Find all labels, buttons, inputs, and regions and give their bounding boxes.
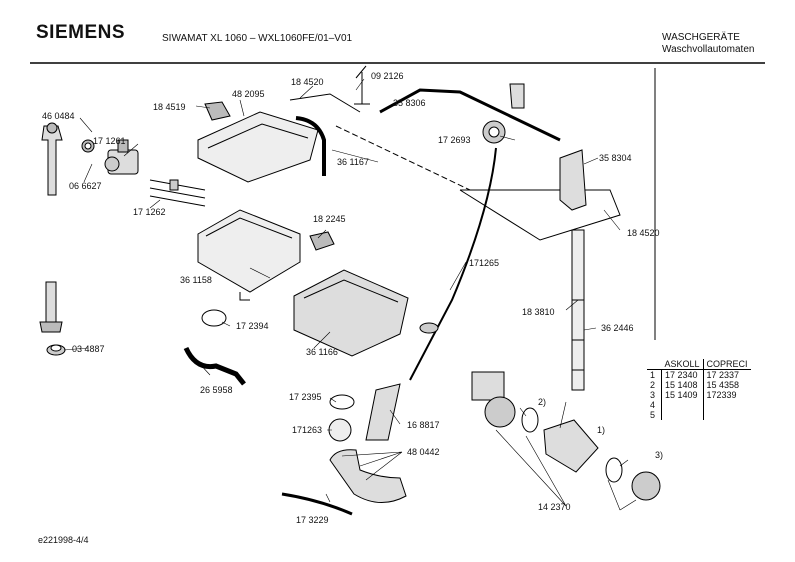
dashed-guide: [335, 125, 471, 191]
legend-row-number: 4: [647, 400, 662, 410]
seal-ring-part-2: [329, 394, 355, 410]
part-label-482095: 48 2095: [232, 89, 265, 99]
seal-ring-part: [201, 309, 227, 327]
dispenser-drawer-part: [293, 269, 409, 357]
overflow-hose-part: [295, 116, 326, 176]
callout-2: 2): [538, 397, 547, 407]
pressure-switch-part: [482, 120, 506, 144]
legend-copreci-value: 17 2337: [702, 369, 751, 380]
ball-valve-part: [328, 418, 352, 442]
part-label-358304: 35 8304: [599, 153, 632, 163]
sump-part: [329, 449, 407, 503]
part-label-184520-right: 18 4520: [627, 228, 660, 238]
part-label-172395: 17 2395: [289, 392, 322, 402]
water-valve-part: [81, 139, 139, 175]
part-label-480442: 48 0442: [407, 447, 440, 457]
drawing-code: e221998-4/4: [38, 535, 89, 545]
inlet-elbow-part: [41, 122, 63, 196]
legend-row-number: 1: [647, 369, 662, 380]
part-label-066627: 06 6627: [69, 181, 102, 191]
callout-1: 1): [597, 425, 606, 435]
pump-housing-part: [543, 419, 599, 473]
part-label-034887: 03 4887: [72, 344, 105, 354]
part-label-361167: 36 1167: [337, 157, 369, 167]
legend-askoll-value: 15 1408: [665, 380, 698, 390]
part-label-173229: 17 3229: [296, 515, 329, 525]
legend-row: 1 17 2340 17 2337: [647, 369, 751, 380]
part-label-172693: 17 2693: [438, 135, 471, 145]
part-label-183810: 18 3810: [522, 307, 555, 317]
callout-3: 3): [655, 450, 664, 460]
dispenser-box-part: [197, 209, 301, 301]
bracket-part: [509, 83, 525, 109]
part-label-092126: 09 2126: [371, 71, 404, 81]
level-hose-part: [459, 189, 621, 241]
category-subtitle: Waschvollautomaten: [662, 44, 755, 55]
legend-copreci-value: [702, 400, 751, 410]
part-label-142370: 14 2370: [538, 502, 571, 512]
legend-copreci-value: 172339: [702, 390, 751, 400]
legend-header-row: ASKOLL COPRECI: [647, 359, 751, 370]
dispenser-lid-part: [197, 101, 319, 183]
leader-lines: [63, 78, 637, 511]
drain-pump-part: [471, 371, 516, 428]
drain-riser-part: [571, 229, 585, 391]
legend-row: 5: [647, 410, 751, 420]
sump-hose-part: [183, 346, 246, 386]
category-title: WASCHGERÄTE: [662, 32, 740, 43]
legend-header-askoll: ASKOLL: [661, 359, 704, 370]
variant-legend-table: ASKOLL COPRECI 1 17 2340 17 2337 2 15 14…: [647, 359, 751, 420]
pump-seal-part: [521, 407, 539, 433]
legend-copreci-value: [702, 410, 751, 420]
part-label-184520-top: 18 4520: [291, 77, 324, 87]
legend-row-number: 5: [647, 410, 662, 420]
hose-clamps-part: [149, 179, 206, 207]
part-label-361166: 36 1166: [306, 347, 338, 357]
grommet-part: [419, 322, 439, 334]
air-chamber-hose-part: [379, 88, 561, 142]
pressure-hose-part: [409, 147, 497, 381]
siphon-hose-part: [289, 93, 361, 113]
legend-askoll-value: [662, 400, 704, 410]
drawer-handle-part: [309, 231, 335, 251]
part-label-171263: 171263: [292, 425, 323, 435]
part-label-361158: 36 1158: [180, 275, 212, 285]
legend-askoll-value: 17 2340: [665, 370, 698, 380]
filter-cap-part: [631, 471, 661, 501]
legend-row-number: 3: [647, 390, 662, 400]
part-label-172394: 17 2394: [236, 321, 269, 331]
part-label-362446: 36 2446: [601, 323, 634, 333]
legend-askoll-value: [662, 410, 704, 420]
brand-logo: SIEMENS: [36, 22, 126, 43]
legend-copreci-value: 15 4358: [702, 380, 751, 390]
hook-part: [354, 65, 370, 105]
legend-row: 4: [647, 400, 751, 410]
part-label-168817: 16 8817: [407, 420, 440, 430]
legend-header-copreci: COPRECI: [702, 359, 751, 370]
part-label-184519: 18 4519: [153, 102, 186, 112]
legend-row-number: 2: [647, 380, 662, 390]
part-label-171262: 17 1262: [133, 207, 166, 217]
legend-row: 3 15 1409 172339: [647, 390, 751, 400]
part-label-182245: 18 2245: [313, 214, 346, 224]
lower-inlet-part: [39, 281, 66, 356]
model-title: SIWAMAT XL 1060 – WXL1060FE/01–V01: [162, 33, 353, 44]
heater-part: [365, 383, 401, 441]
drain-hose-part: [281, 492, 353, 516]
air-trap-part: [559, 149, 587, 211]
part-label-171261: 17 1261: [93, 136, 126, 146]
filter-seal-part: [605, 457, 623, 483]
part-label-460484: 46 0484: [42, 111, 75, 121]
part-label-171265: 171265: [469, 258, 500, 268]
part-label-358306: 35 8306: [393, 98, 426, 108]
part-label-265958: 26 5958: [200, 385, 233, 395]
legend-row: 2 15 1408 15 4358: [647, 380, 751, 390]
legend-askoll-value: 15 1409: [665, 390, 698, 400]
